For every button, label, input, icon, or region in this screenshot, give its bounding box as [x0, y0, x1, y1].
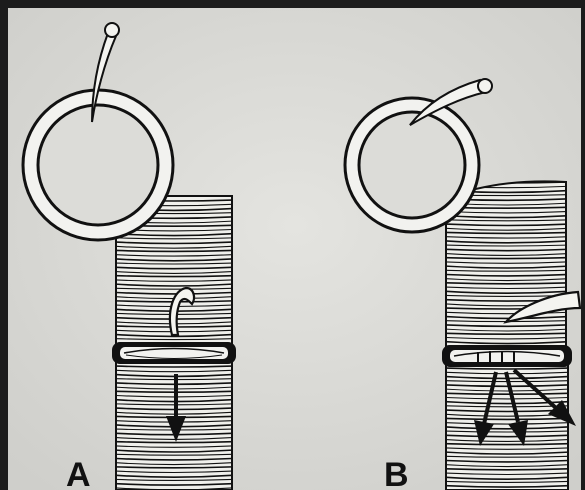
ring-a — [23, 90, 173, 240]
panel-label-a: A — [66, 456, 91, 490]
ring-b — [345, 98, 479, 232]
anastomosis-band-a — [112, 342, 236, 364]
anastomosis-band-b — [442, 345, 572, 367]
panel-label-b: B — [384, 456, 409, 490]
